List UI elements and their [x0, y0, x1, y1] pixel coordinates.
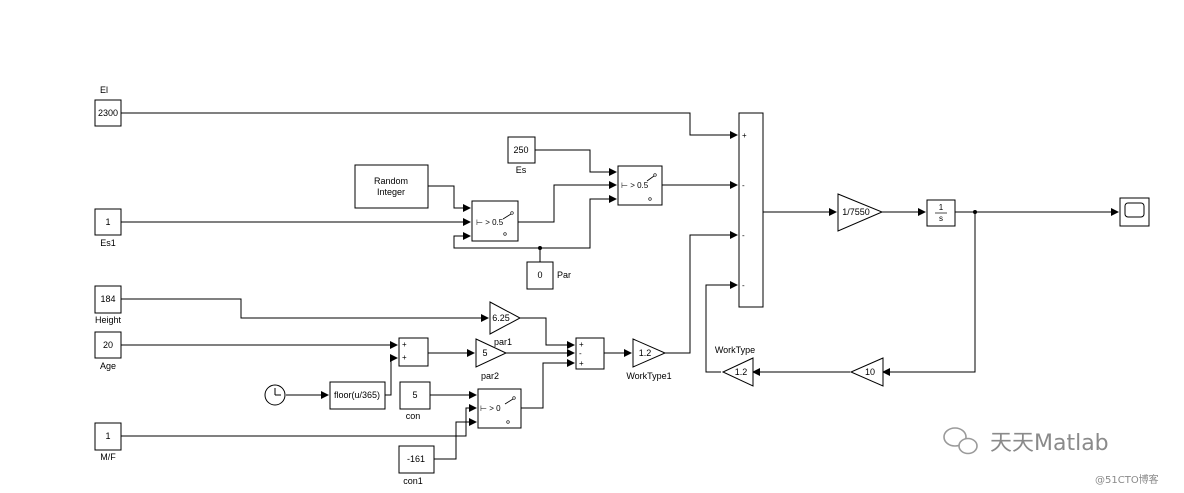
constant-es[interactable]: 250 Es [507, 136, 536, 175]
gain10-value: 10 [865, 367, 875, 377]
watermark-brand: 天天Matlab [990, 431, 1109, 456]
switch-3[interactable]: ⊢ > 0 [477, 388, 522, 429]
worktype1-label: WorkType1 [626, 371, 671, 381]
sumage-sign-1: + [402, 340, 407, 349]
sumwork-sign-3: + [579, 359, 584, 368]
scope-icon [1124, 202, 1145, 218]
constant-el[interactable]: El 2300 [94, 85, 122, 127]
wire-switch3-to-sumwork [521, 359, 575, 409]
watermark-credit: @51CTO博客 [1095, 473, 1159, 486]
el-value: 2300 [98, 108, 118, 118]
sumwork-sign-1: + [579, 340, 584, 349]
gain-worktype[interactable]: 1.2 WorkType [715, 345, 755, 387]
signal-lines [121, 112, 1119, 460]
el-label: El [100, 85, 108, 95]
par1-label: par1 [494, 337, 512, 347]
floor-expr: floor(u/365) [334, 390, 380, 400]
worktype-label: WorkType [715, 345, 755, 355]
switch-2[interactable]: ⊢ > 0.5 [617, 165, 663, 206]
wire-floor-to-sumage [385, 354, 398, 396]
wire-feedback-to-gain10 [882, 212, 976, 376]
wire-switch1-to-switch2 [518, 181, 617, 223]
sumwork-sign-2: - [579, 349, 582, 358]
age-label: Age [100, 361, 116, 371]
par2-gain: 5 [482, 348, 487, 358]
random-integer-block[interactable]: Random Integer [354, 164, 429, 209]
gain-par2[interactable]: 5 par2 [475, 338, 508, 381]
con1-value: -161 [407, 454, 425, 464]
wire-worktype-to-sum [705, 281, 738, 373]
summain-sign-2: - [742, 181, 745, 190]
par2-label: par2 [481, 371, 499, 381]
par1-gain: 6.25 [492, 313, 510, 323]
es1-value: 1 [105, 217, 110, 227]
random-line2: Integer [377, 187, 405, 197]
summain-sign-3: - [742, 231, 745, 240]
es1-label: Es1 [100, 238, 116, 248]
wire-con1-to-switch3 [434, 418, 477, 460]
wire-mf-to-switch3 [121, 404, 477, 437]
sumage-sign-2: + [402, 353, 407, 362]
switch2-threshold: ⊢ > 0.5 [621, 181, 649, 190]
sum-age[interactable]: + + [398, 337, 429, 367]
height-label: Height [95, 315, 122, 325]
constant-mf[interactable]: 1 M/F [94, 422, 122, 462]
age-value: 20 [103, 340, 113, 350]
gainmain-value: 1/7550 [842, 207, 870, 217]
wire-par-to-switch1 [453, 232, 541, 262]
wire-worktype1-to-sum [665, 231, 738, 354]
wire-el-to-sum [121, 112, 738, 139]
constant-con[interactable]: 5 con [399, 381, 431, 421]
constant-es1[interactable]: 1 Es1 [94, 208, 122, 248]
wire-random-to-switch1 [428, 185, 471, 212]
gain-worktype1[interactable]: 1.2 WorkType1 [626, 338, 672, 381]
wire-par-to-switch2 [540, 195, 617, 249]
switch-1[interactable]: ⊢ > 0.5 [471, 200, 519, 242]
wire-es-to-switch2 [535, 149, 617, 176]
constant-height[interactable]: 184 Height [94, 285, 122, 325]
integrator-block[interactable]: 1 s [926, 199, 956, 227]
par-value: 0 [537, 270, 542, 280]
es-value: 250 [513, 145, 528, 155]
sum-work[interactable]: + - + [575, 337, 605, 370]
integrator-num: 1 [939, 203, 944, 212]
switch3-threshold: ⊢ > 0 [480, 404, 501, 413]
wire-par1-to-sumwork [520, 317, 575, 349]
con1-label: con1 [403, 476, 423, 486]
switch1-threshold: ⊢ > 0.5 [476, 218, 504, 227]
mf-value: 1 [105, 431, 110, 441]
gain-par1[interactable]: 6.25 par1 [489, 301, 522, 347]
constant-con1[interactable]: -161 con1 [398, 445, 435, 486]
wechat-icon [943, 427, 978, 455]
sum-main[interactable]: + - - - [738, 112, 764, 308]
scope-block[interactable] [1119, 197, 1150, 227]
worktype-gain: 1.2 [735, 367, 748, 377]
integrator-den: s [939, 214, 943, 223]
fcn-floor-block[interactable]: floor(u/365) [329, 381, 386, 410]
es-label: Es [516, 165, 527, 175]
random-line1: Random [374, 176, 408, 186]
summain-sign-4: - [742, 281, 745, 290]
par-label: Par [557, 270, 571, 280]
height-value: 184 [100, 294, 115, 304]
mf-label: M/F [100, 452, 116, 462]
summain-sign-1: + [742, 131, 747, 140]
con-label: con [406, 411, 421, 421]
clock-block[interactable] [264, 384, 286, 406]
constant-par[interactable]: 0 Par [526, 261, 571, 290]
gain-10[interactable]: 10 [849, 357, 884, 387]
watermark: 天天Matlab @51CTO博客 [943, 427, 1159, 486]
con-value: 5 [412, 390, 417, 400]
worktype1-gain: 1.2 [639, 348, 652, 358]
gain-main[interactable]: 1/7550 [837, 193, 884, 232]
constant-age[interactable]: 20 Age [94, 331, 122, 371]
wire-height-to-par1 [121, 298, 489, 322]
